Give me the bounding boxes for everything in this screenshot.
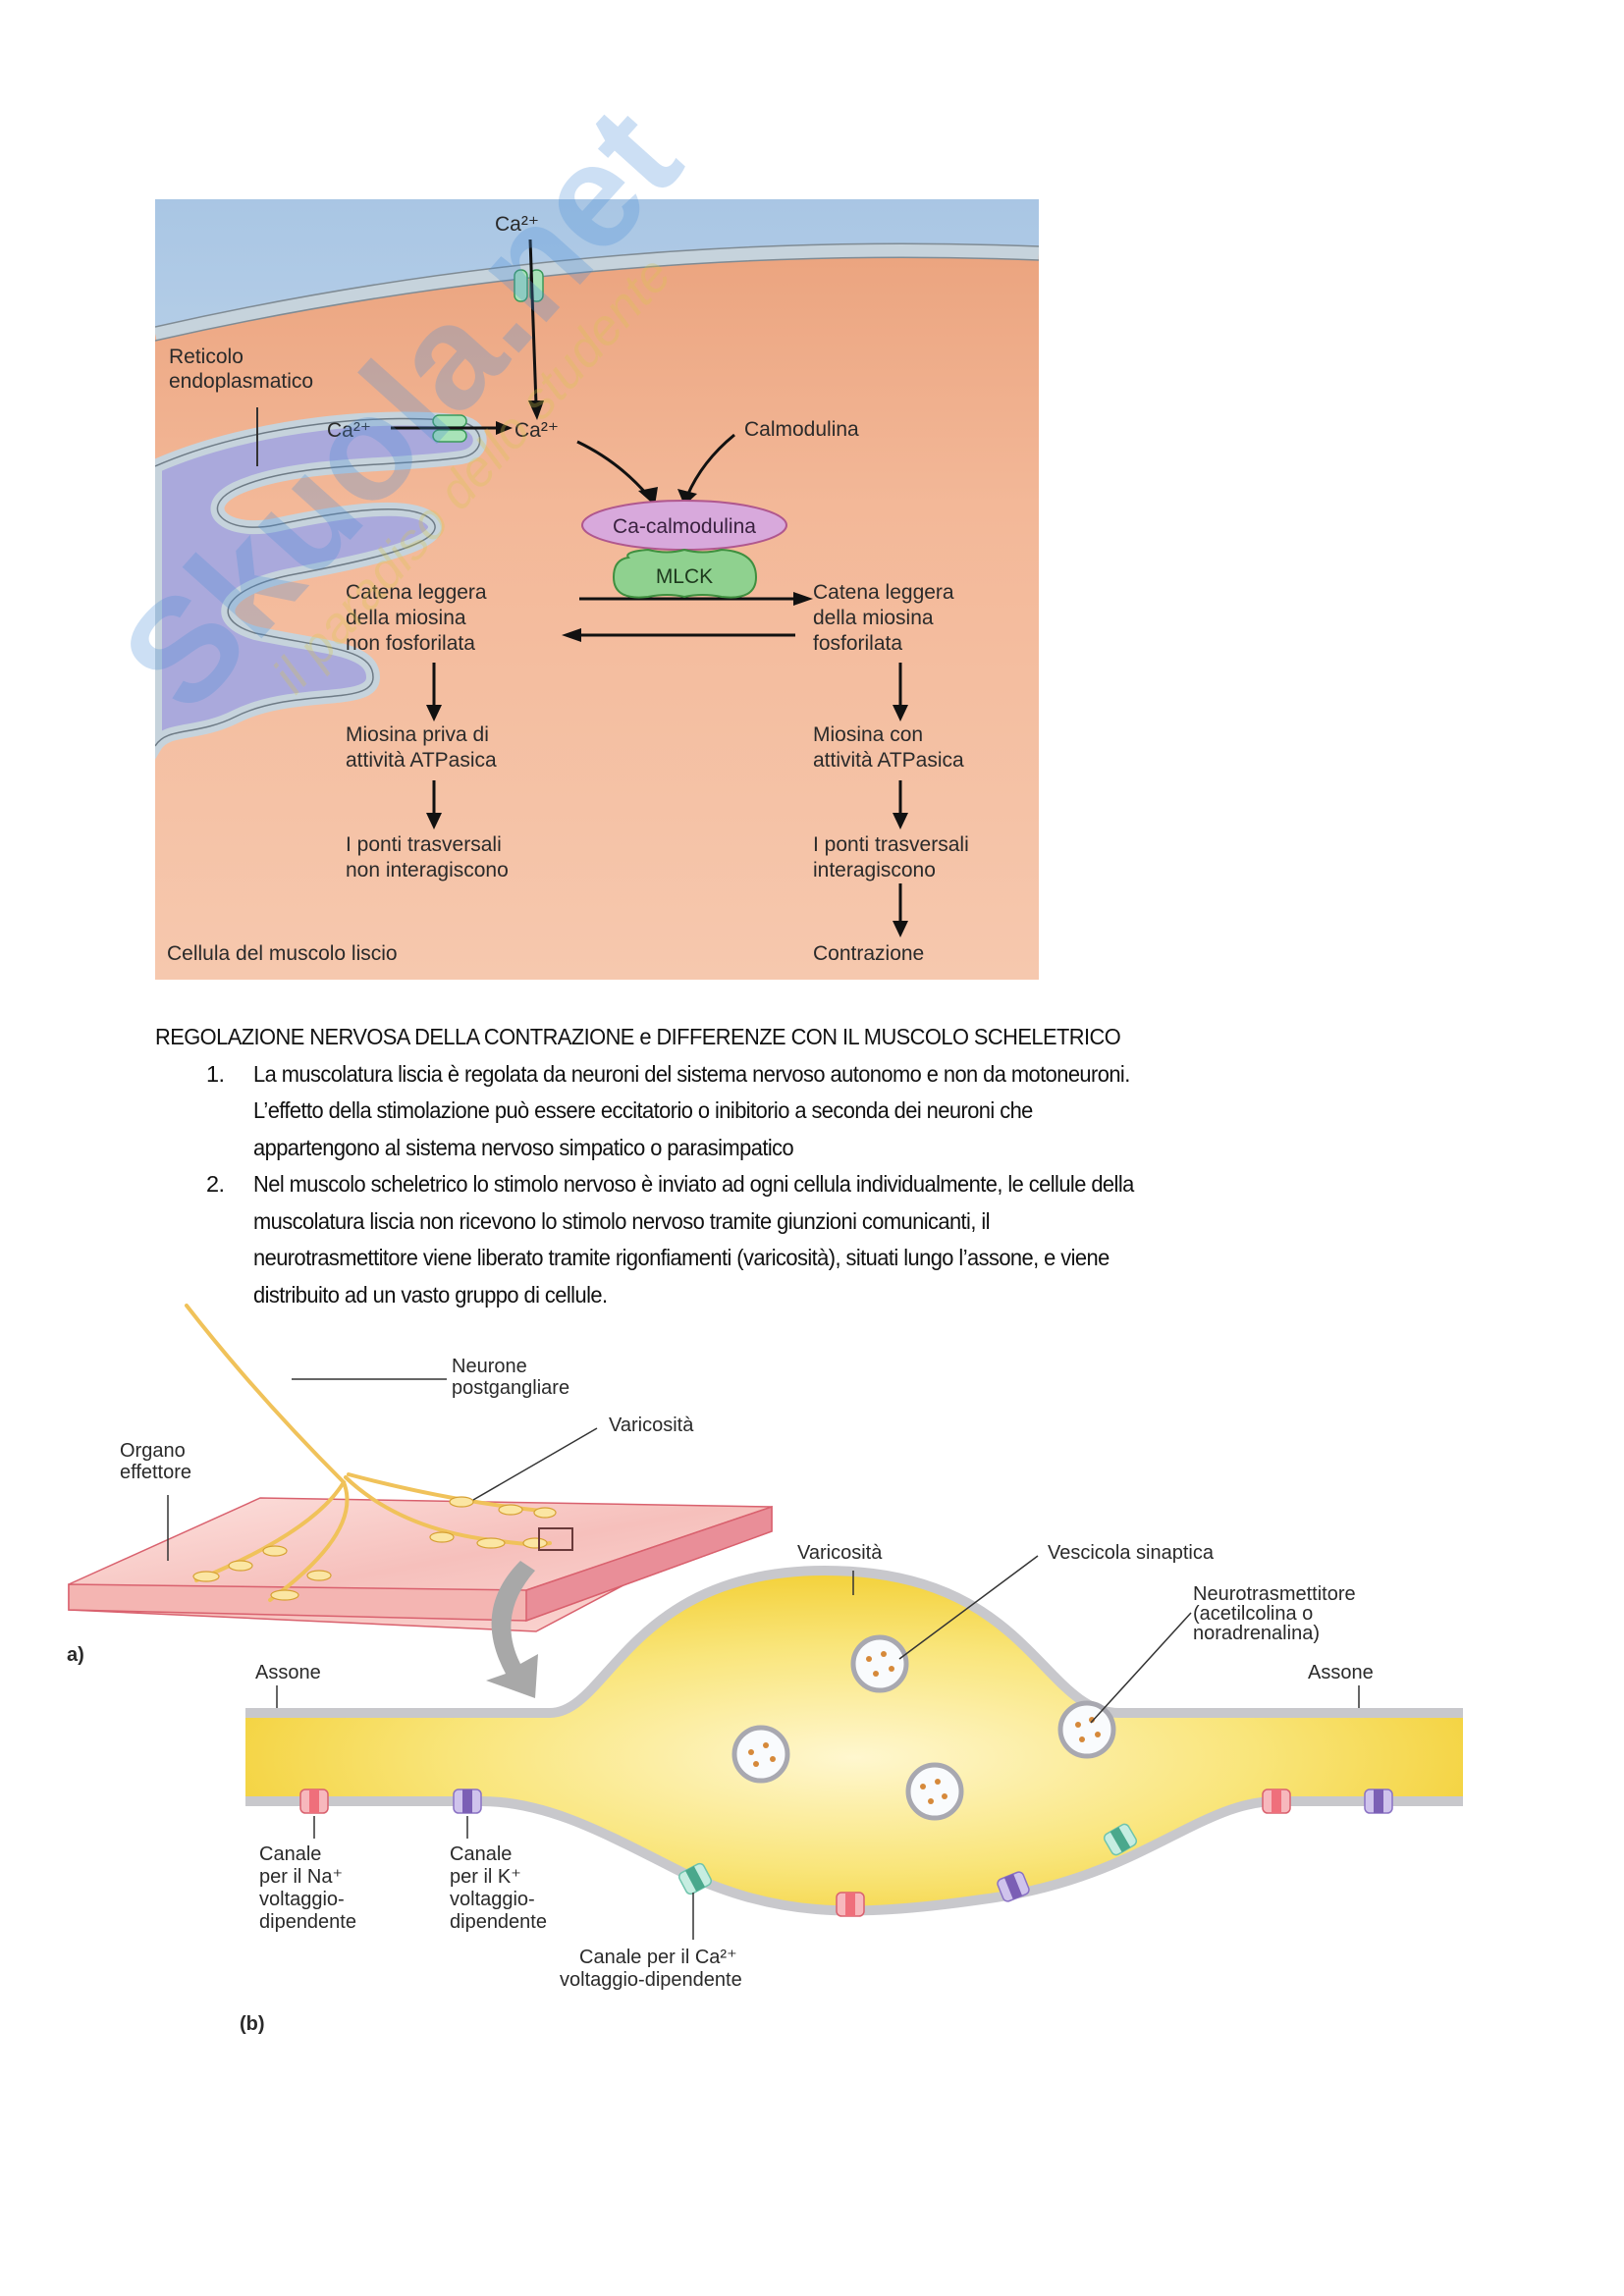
list-number: 2. (206, 1171, 225, 1197)
label-ca-er: Ca²⁺ (327, 419, 371, 442)
smooth-muscle-contraction-figure: Ca²⁺ Reticolo endoplasmatico Ca²⁺ Ca²⁺ C… (89, 77, 1039, 980)
label-right-myosin-2: attività ATPasica (813, 749, 964, 772)
list-line: La muscolatura liscia è regolata da neur… (253, 1060, 1130, 1087)
synaptic-vesicles (731, 1634, 1116, 1821)
list-item: 2. Nel muscolo scheletrico lo stimolo ne… (155, 1166, 1510, 1313)
label-left-bridges-1: I ponti trasversali (346, 833, 502, 856)
varicosities (192, 1496, 557, 1601)
list-line: appartengono al sistema nervoso simpatic… (253, 1134, 794, 1160)
label-canale-ca-2: voltaggio-dipendente (560, 1969, 742, 1991)
effector-organ-tissue (68, 1497, 773, 1632)
label-canale-na-1: Canale (259, 1843, 321, 1865)
numbered-list: 1. La muscolatura liscia è regolata da n… (155, 1056, 1510, 1314)
label-canale-k-3: voltaggio- (450, 1889, 535, 1910)
label-left-chain-2: della miosina (346, 607, 466, 629)
label-neurone-1: Neurone (452, 1356, 527, 1377)
label-ca-cytosol: Ca²⁺ (514, 419, 559, 442)
axon-varicosity (245, 1571, 1463, 1911)
label-assone-right: Assone (1308, 1662, 1374, 1683)
list-line: L’effetto della stimolazione può essere … (253, 1097, 1033, 1123)
list-line: muscolatura liscia non ricevono lo stimo… (253, 1207, 991, 1234)
label-canale-ca-1: Canale per il Ca²⁺ (579, 1947, 737, 1968)
potassium-channel-icon (453, 1789, 1393, 1902)
label-right-bridges-2: interagiscono (813, 859, 936, 881)
label-ca-calmodulina: Ca-calmodulina (613, 515, 756, 538)
label-ca-extracellular: Ca²⁺ (495, 213, 539, 236)
label-organo-1: Organo (120, 1440, 186, 1462)
label-neurotrasmettitore-2: (acetilcolina o (1193, 1603, 1313, 1625)
mlck-enzyme (612, 548, 758, 599)
zoom-region-box (538, 1527, 573, 1551)
document-body: REGOLAZIONE NERVOSA DELLA CONTRAZIONE e … (155, 1019, 1510, 1313)
label-vescicola: Vescicola sinaptica (1048, 1542, 1215, 1564)
label-left-myosin-2: attività ATPasica (346, 749, 497, 772)
list-line: distribuito ad un vasto gruppo di cellul… (253, 1281, 608, 1308)
label-canale-na-4: dipendente (259, 1911, 356, 1933)
label-neurone-2: postgangliare (452, 1377, 569, 1399)
label-canale-k-1: Canale (450, 1843, 512, 1865)
label-calmodulina: Calmodulina (744, 418, 859, 441)
label-left-myosin-1: Miosina priva di (346, 723, 489, 746)
label-right-bridges-1: I ponti trasversali (813, 833, 969, 856)
label-panel-a: a) (67, 1644, 84, 1666)
label-right-chain-1: Catena leggera (813, 581, 954, 604)
label-neurotrasmettitore-3: noradrenalina) (1193, 1623, 1320, 1644)
section-heading: REGOLAZIONE NERVOSA DELLA CONTRAZIONE e … (155, 1024, 1121, 1049)
label-reticolo: Reticolo (169, 346, 244, 368)
magnify-arrow (486, 1561, 538, 1698)
label-neurotrasmettitore-1: Neurotrasmettitore (1193, 1583, 1356, 1605)
label-canale-na-2: per il Na⁺ (259, 1866, 343, 1888)
list-line: neurotrasmettitore viene liberato tramit… (253, 1245, 1110, 1270)
list-item: 1. La muscolatura liscia è regolata da n… (155, 1056, 1510, 1167)
label-varicosita-b: Varicosità (797, 1542, 883, 1564)
pathway-arrows (391, 239, 902, 923)
label-left-chain-3: non fosforilata (346, 632, 475, 655)
leader-lines (276, 1555, 1360, 1940)
label-endoplasmatico: endoplasmatico (169, 370, 313, 393)
label-right-myosin-1: Miosina con (813, 723, 923, 746)
postganglionic-neuron (185, 1304, 552, 1602)
calcium-channel-icon (678, 1823, 1138, 1896)
label-contrazione: Contrazione (813, 942, 924, 965)
list-line: Nel muscolo scheletrico lo stimolo nervo… (253, 1171, 1134, 1197)
label-panel-b: (b) (240, 2013, 265, 2035)
neurotransmitter-molecules (748, 1651, 1101, 1804)
label-right-chain-3: fosforilata (813, 632, 902, 655)
plasma-membrane (155, 243, 1039, 341)
label-left-bridges-2: non interagiscono (346, 859, 509, 881)
label-cell-caption: Cellula del muscolo liscio (167, 942, 398, 965)
label-canale-k-2: per il K⁺ (450, 1866, 521, 1888)
label-assone-left: Assone (255, 1662, 321, 1683)
label-mlck: MLCK (656, 565, 713, 588)
label-canale-k-4: dipendente (450, 1911, 547, 1933)
label-right-chain-2: della miosina (813, 607, 934, 629)
label-varicosita-a: Varicosità (609, 1415, 694, 1436)
sodium-channel-icon (299, 1789, 1291, 1917)
label-canale-na-3: voltaggio- (259, 1889, 345, 1910)
list-number: 1. (206, 1060, 225, 1087)
er-calcium-channel-icon (432, 414, 467, 443)
label-organo-2: effettore (120, 1462, 191, 1483)
label-left-chain-1: Catena leggera (346, 581, 487, 604)
